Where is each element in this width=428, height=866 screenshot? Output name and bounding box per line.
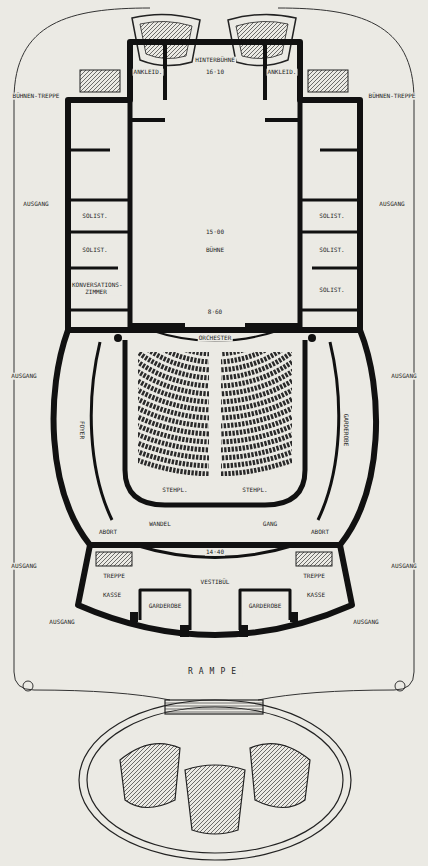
seat-row (138, 396, 209, 450)
seat-row (221, 379, 292, 426)
room-label: KASSE (306, 592, 326, 599)
room-label: BÜHNEN-TREPPE (368, 93, 417, 100)
room-label: TREPPE (102, 573, 126, 580)
room-label: 8·60 (207, 309, 223, 316)
room-label: AUSGANG (378, 201, 405, 208)
room-label: AUSGANG (390, 373, 417, 380)
room-label: AUSGANG (390, 563, 417, 570)
seat-row (221, 385, 292, 434)
room-label: GARDEROBE (148, 603, 183, 610)
room-label: AUSGANG (22, 201, 49, 208)
room-label: KASSE (102, 592, 122, 599)
seat-row (221, 396, 292, 450)
seat-row (138, 385, 209, 434)
seat-row (221, 361, 292, 402)
stairs (80, 70, 348, 566)
room-label: ABORT (98, 529, 118, 536)
room-label: 14·40 (205, 549, 225, 556)
seat-row (138, 390, 209, 442)
room-label: TREPPE (302, 573, 326, 580)
room-label: SOLIST. (81, 247, 108, 254)
room-label: ANKLEID. (133, 69, 164, 76)
room-label: AUSGANG (352, 619, 379, 626)
seat-row (221, 352, 292, 378)
driveway (14, 8, 414, 700)
room-label: SOLIST. (318, 287, 345, 294)
seat-row (138, 408, 209, 466)
room-label: SOLIST. (318, 247, 345, 254)
room-label: GANG (262, 521, 278, 528)
room-label: VESTIBÜL (200, 579, 231, 586)
room-label: STEHPL. (161, 487, 188, 494)
room-label: STEHPL. (241, 487, 268, 494)
room-label: ABORT (310, 529, 330, 536)
room-label: GARDEROBE (343, 413, 350, 448)
room-label: AUSGANG (10, 373, 37, 380)
seat-row (221, 414, 292, 474)
room-label: KONVERSATIONS-ZIMMER (71, 282, 121, 295)
room-label: GARDEROBE (248, 603, 283, 610)
room-label: 15·00 (205, 229, 225, 236)
seat-rows (62, 326, 367, 474)
seat-row (138, 402, 209, 458)
seat-row (138, 379, 209, 426)
seat-row (138, 361, 209, 402)
room-label: ORCHESTER (198, 335, 233, 342)
room-label: SOLIST. (318, 213, 345, 220)
garden (79, 700, 351, 860)
room-label: AUSGANG (48, 619, 75, 626)
room-label: FOYER (79, 420, 86, 440)
seat-row (138, 352, 209, 386)
pillars (114, 334, 316, 637)
room-label: ANKLEID. (267, 69, 298, 76)
room-label: AUSGANG (10, 563, 37, 570)
room-label: BÜHNE (205, 247, 225, 254)
seat-row (221, 352, 292, 386)
room-label: 16·10 (205, 69, 225, 76)
room-label: SOLIST. (81, 213, 108, 220)
room-label: WANDEL (148, 521, 172, 528)
seat-row (138, 352, 209, 378)
seat-row (138, 414, 209, 474)
walls (54, 42, 377, 635)
seat-row (221, 390, 292, 442)
seat-row (221, 408, 292, 466)
room-label: BÜHNEN-TREPPE (12, 93, 61, 100)
seat-row (221, 402, 292, 458)
room-label: HINTERBÜHNE (194, 57, 236, 64)
room-label: RAMPE (187, 668, 243, 677)
